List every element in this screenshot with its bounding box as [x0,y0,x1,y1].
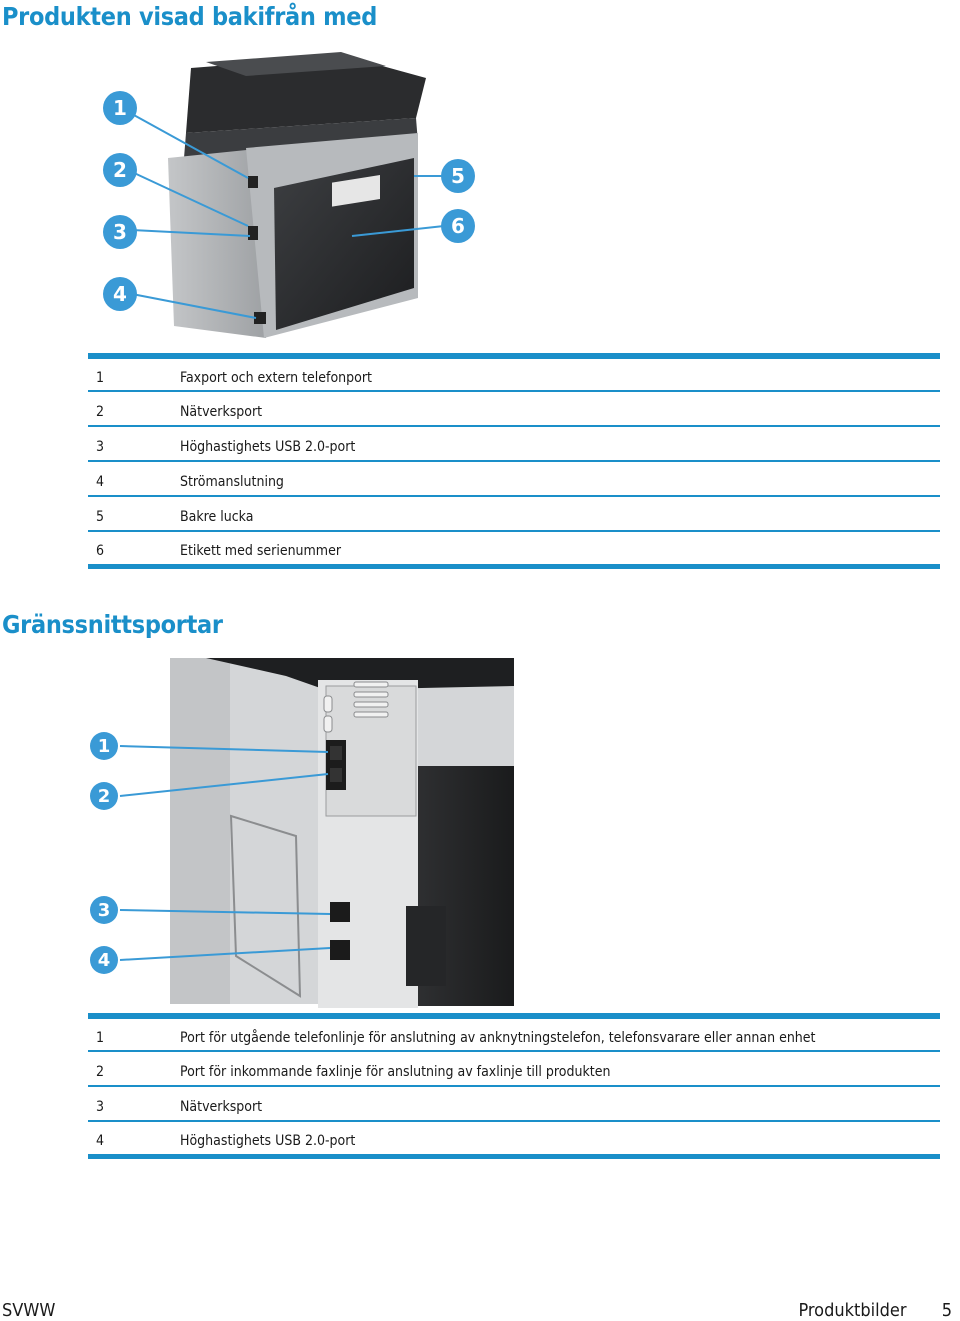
callout-5-marker [441,159,475,193]
item-description: Höghastighets USB 2.0-port [180,1121,940,1159]
item-number: 1 [88,356,180,392]
item-description: Port för inkommande faxlinje för anslutn… [180,1051,940,1087]
section-title-interface-ports: Gränssnittsportar [2,610,223,639]
callout-4-label: 4 [113,282,127,306]
item-description: Faxport och extern telefonport [180,356,940,392]
footer-section-name: Produktbilder [798,1300,907,1321]
callout-3-label: 3 [98,900,111,921]
callout-2-marker [90,782,118,810]
callout-5-label: 5 [451,164,465,188]
item-number: 4 [88,1121,180,1159]
callout-3-marker [90,896,118,924]
callout-1-label: 1 [98,736,111,757]
item-description: Höghastighets USB 2.0-port [180,426,940,462]
callout-3-label: 3 [113,220,127,244]
item-description: Etikett med serienummer [180,531,940,569]
footer-doc-code: SVWW [2,1300,56,1321]
item-description: Strömanslutning [180,461,940,497]
item-number: 5 [88,496,180,532]
callout-2-marker [103,153,137,187]
item-number: 1 [88,1016,180,1052]
callout-1-marker [90,732,118,760]
item-description: Bakre lucka [180,496,940,532]
callout-2-label: 2 [113,158,127,182]
callout-1-marker [103,91,137,125]
page-number: 5 [941,1300,952,1321]
callout-3-marker [103,215,137,249]
item-number: 3 [88,426,180,462]
item-description: Port för utgående telefonlinje för anslu… [180,1016,940,1052]
callout-4-label: 4 [98,950,111,971]
callout-6-label: 6 [451,214,465,238]
callout-4-marker [90,946,118,974]
interface-ports-illustration: 1 2 3 4 [90,658,514,1008]
item-description: Nätverksport [180,391,940,427]
printer-rear-view-illustration: 1 2 3 4 5 6 [103,52,475,338]
callout-6-marker [441,209,475,243]
item-number: 3 [88,1086,180,1122]
callout-4-marker [103,277,137,311]
item-description: Nätverksport [180,1086,940,1122]
callout-1-label: 1 [113,96,127,120]
item-number: 4 [88,461,180,497]
item-number: 2 [88,391,180,427]
item-number: 6 [88,531,180,569]
item-number: 2 [88,1051,180,1087]
section-title-rear-view: Produkten visad bakifrån med [2,2,378,31]
callout-2-label: 2 [98,786,111,807]
footer-section: Produktbilder 5 [798,1300,952,1321]
